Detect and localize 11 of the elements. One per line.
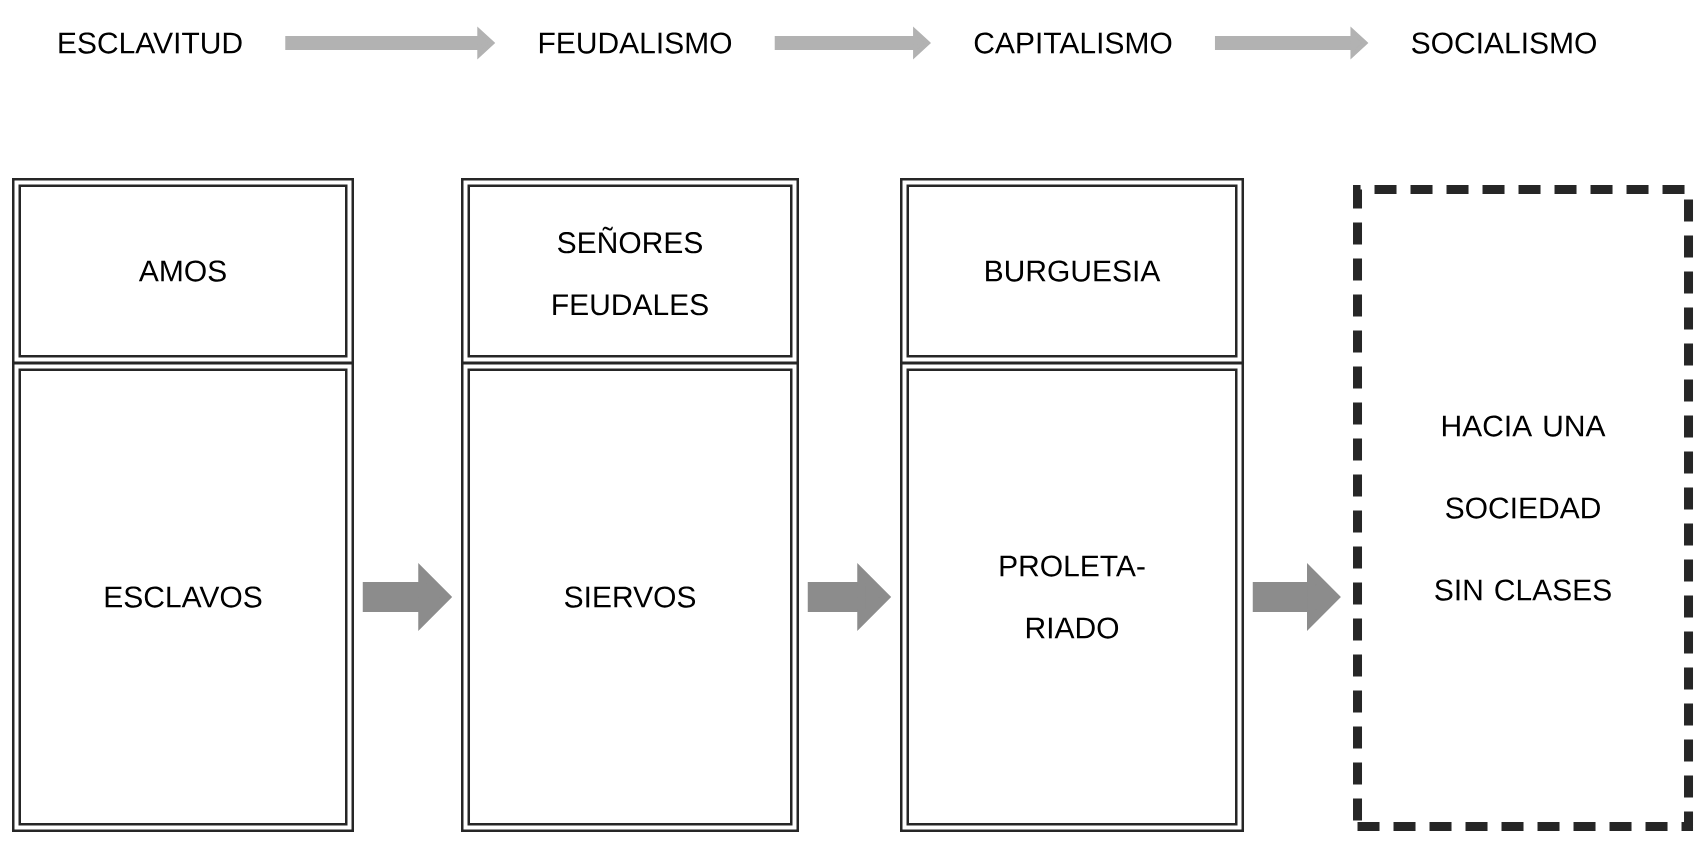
class-box: ESCLAVOS xyxy=(12,362,354,832)
heading-text: CAPITALISMO xyxy=(974,32,1172,54)
class-box: BURGUESIA xyxy=(900,178,1244,364)
class-box: PROLETA- RIADO xyxy=(900,362,1244,832)
dashed-box: HACIA UNA SOCIEDAD SIN CLASES xyxy=(1353,185,1693,831)
heading-text: SOCIALISMO xyxy=(1412,32,1596,54)
class-box: AMOS xyxy=(12,178,354,364)
heading-text: ESCLAVITUD xyxy=(59,32,242,54)
class-box: SEÑORES FEUDALES xyxy=(461,178,799,364)
class-box: SIERVOS xyxy=(461,362,799,832)
heading-text: FEUDALISMO xyxy=(539,32,732,54)
